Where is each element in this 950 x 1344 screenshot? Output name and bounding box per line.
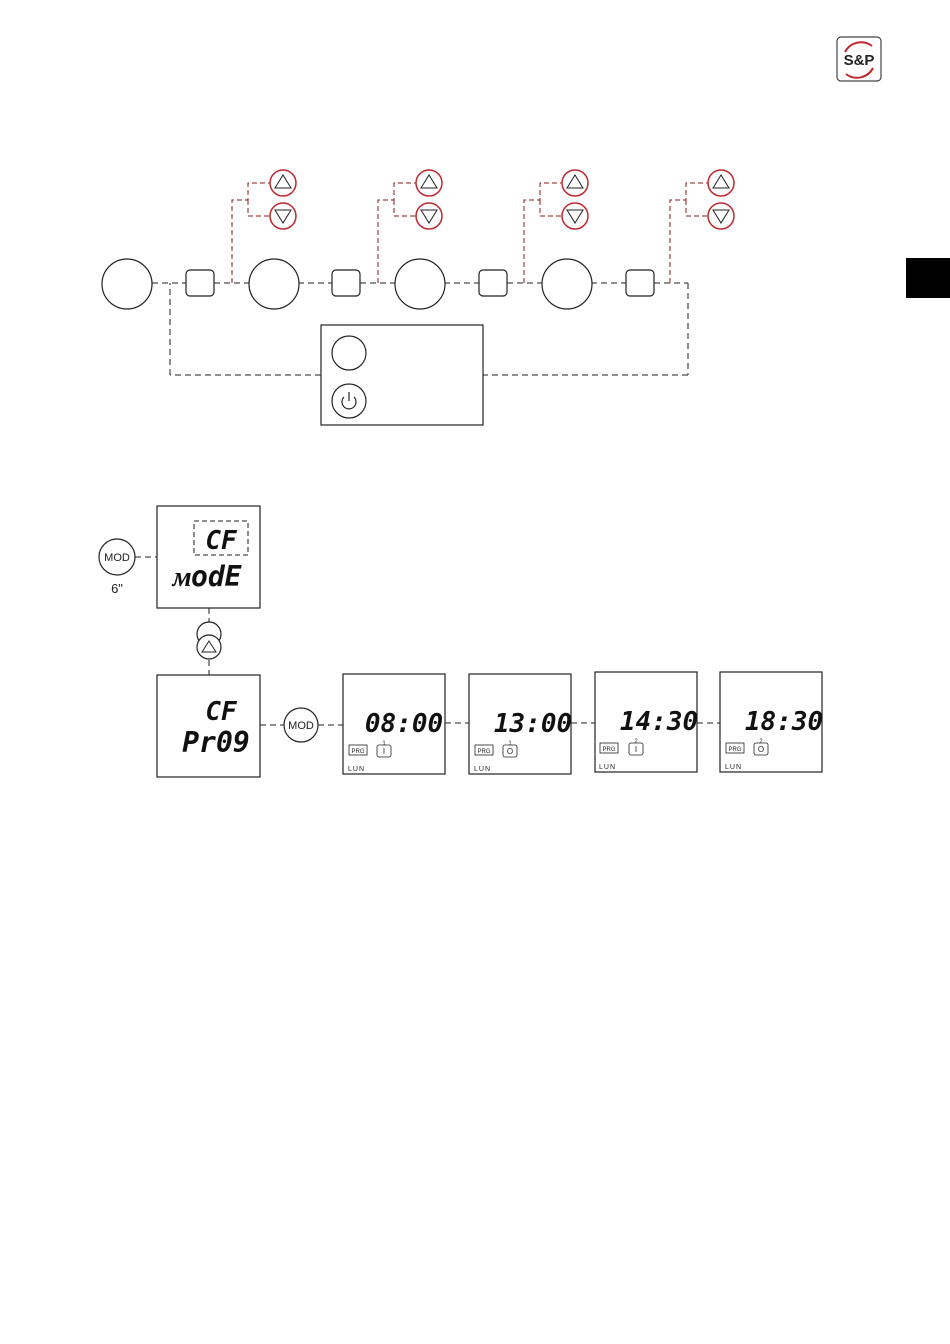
mode-screen-line2: ᴍodE	[171, 560, 242, 593]
value-box-4	[626, 270, 654, 296]
value-box-3	[479, 270, 507, 296]
time-screen-time: 18:30	[745, 707, 823, 737]
settings-sequence-diagram	[102, 170, 734, 425]
brand-logo-text: S&P	[844, 52, 875, 69]
value-box-2	[332, 270, 360, 296]
mod-button-2-label: MOD	[288, 720, 314, 732]
value-box-1	[186, 270, 214, 296]
mode-screen-line1: CF	[205, 526, 238, 556]
step-circle-1	[102, 259, 152, 309]
side-tab	[906, 258, 950, 298]
prg-label: PRG	[477, 749, 490, 755]
step-circle-3	[395, 259, 445, 309]
day-label: LUN	[725, 764, 742, 771]
program-state: I	[383, 747, 385, 756]
program-screen-line1: CF	[205, 697, 238, 727]
prg-label: PRG	[602, 747, 615, 753]
program-state: I	[635, 745, 637, 754]
adjust-group-1	[270, 170, 296, 229]
adjust-group-3	[562, 170, 588, 229]
prg-label: PRG	[728, 747, 741, 753]
time-screen-1: 08:00 PRG 1 I LUN	[343, 674, 445, 774]
program-screen-line2: Pr09	[182, 726, 249, 759]
mod-button-label: MOD	[104, 552, 130, 564]
program-sequence-diagram: MOD 6" CF ᴍodE CF Pr09 MOD 08:00 PRG 1 I…	[99, 506, 823, 777]
day-label: LUN	[474, 766, 491, 773]
time-screen-time: 14:30	[620, 707, 698, 737]
day-label: LUN	[348, 766, 365, 773]
time-screen-time: 13:00	[494, 709, 572, 739]
exit-circle	[332, 336, 366, 370]
time-screen-time: 08:00	[365, 709, 443, 739]
program-state: O	[758, 745, 764, 754]
hold-time-label: 6"	[111, 581, 123, 596]
time-screen-3: 14:30 PRG 2 I LUN	[595, 672, 698, 772]
time-screen-4: 18:30 PRG 2 O LUN	[720, 672, 823, 772]
program-state: O	[507, 747, 513, 756]
adjust-group-4	[708, 170, 734, 229]
up-button	[197, 635, 221, 659]
day-label: LUN	[599, 764, 616, 771]
time-screen-2: 13:00 PRG 1 O LUN	[469, 674, 572, 774]
step-circle-4	[542, 259, 592, 309]
step-circle-2	[249, 259, 299, 309]
prg-label: PRG	[351, 749, 364, 755]
brand-logo: S&P	[837, 37, 881, 81]
adjust-group-2	[416, 170, 442, 229]
